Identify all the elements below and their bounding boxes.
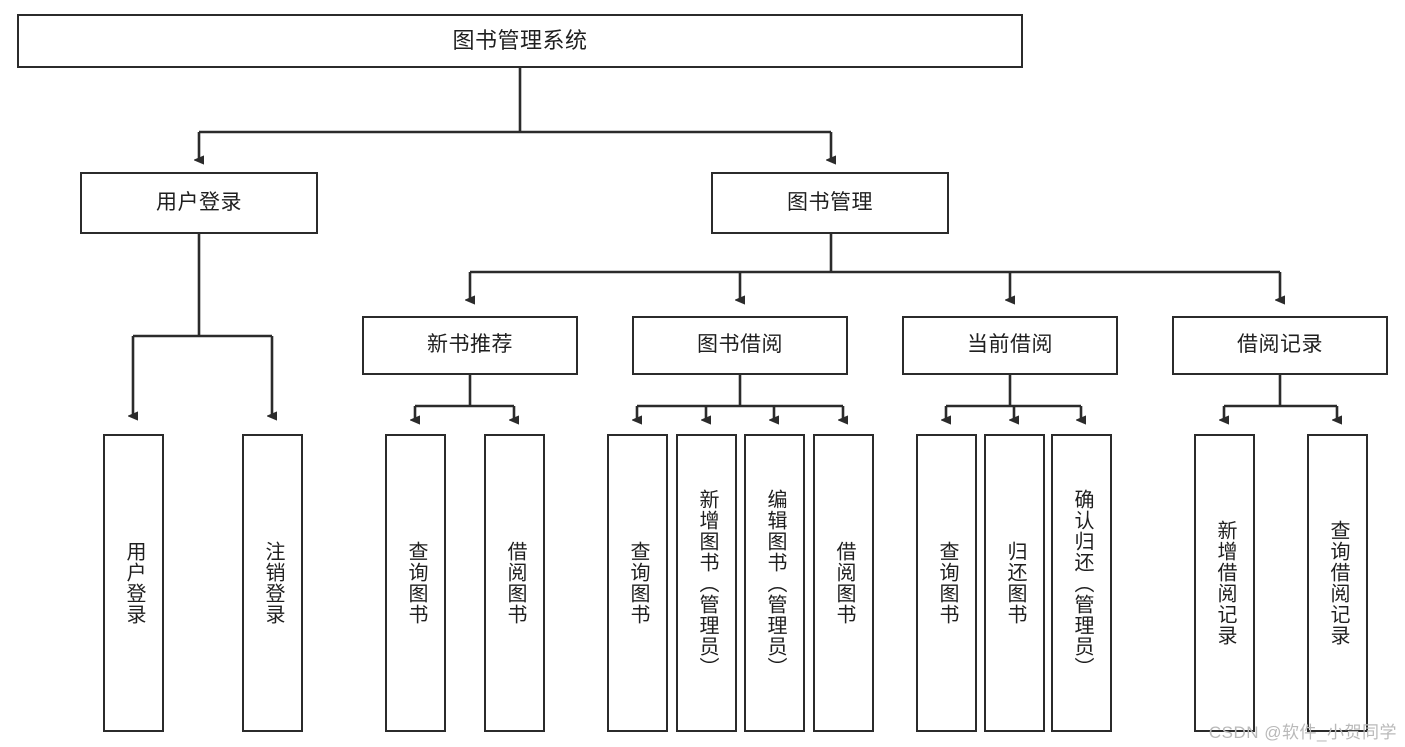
- node-label: 编辑图书（管理员）: [764, 488, 786, 678]
- node-label: 新书推荐: [427, 333, 513, 357]
- node-leaf-confirm-return[interactable]: 确认归还（管理员）: [1051, 434, 1112, 732]
- node-label: 查询图书: [405, 541, 427, 625]
- node-new-book-recommend[interactable]: 新书推荐: [362, 316, 578, 375]
- node-leaf-add-book[interactable]: 新增图书（管理员）: [676, 434, 737, 732]
- node-label: 查询借阅记录: [1327, 520, 1349, 646]
- node-leaf-add-borrow-record[interactable]: 新增借阅记录: [1194, 434, 1255, 732]
- node-label: 新增图书（管理员）: [696, 488, 718, 678]
- node-label: 新增借阅记录: [1214, 520, 1236, 646]
- node-leaf-edit-book[interactable]: 编辑图书（管理员）: [744, 434, 805, 732]
- node-leaf-query-book-recommend[interactable]: 查询图书: [385, 434, 446, 732]
- node-label: 注销登录: [262, 541, 284, 625]
- node-label: 归还图书: [1004, 541, 1026, 625]
- node-label: 图书管理系统: [452, 28, 588, 54]
- node-leaf-query-borrow-record[interactable]: 查询借阅记录: [1307, 434, 1368, 732]
- node-root-system[interactable]: 图书管理系统: [17, 14, 1023, 68]
- node-label: 借阅图书: [504, 541, 526, 625]
- node-label: 查询图书: [627, 541, 649, 625]
- node-label: 用户登录: [123, 541, 145, 625]
- node-leaf-borrow-book-recommend[interactable]: 借阅图书: [484, 434, 545, 732]
- watermark: CSDN @软件_小贺同学: [1208, 723, 1397, 742]
- node-label: 确认归还（管理员）: [1071, 488, 1093, 678]
- node-leaf-return-book[interactable]: 归还图书: [984, 434, 1045, 732]
- node-label: 图书管理: [787, 190, 873, 214]
- node-user-login[interactable]: 用户登录: [80, 172, 318, 234]
- node-leaf-query-book-borrow[interactable]: 查询图书: [607, 434, 668, 732]
- node-label: 借阅记录: [1237, 333, 1323, 357]
- node-label: 借阅图书: [833, 541, 855, 625]
- node-label: 图书借阅: [697, 333, 783, 357]
- node-book-borrow[interactable]: 图书借阅: [632, 316, 848, 375]
- node-leaf-user-login[interactable]: 用户登录: [103, 434, 164, 732]
- node-label: 用户登录: [156, 190, 242, 214]
- node-leaf-logout[interactable]: 注销登录: [242, 434, 303, 732]
- node-leaf-borrow-book[interactable]: 借阅图书: [813, 434, 874, 732]
- node-label: 查询图书: [936, 541, 958, 625]
- node-borrow-record[interactable]: 借阅记录: [1172, 316, 1388, 375]
- node-leaf-query-book-current[interactable]: 查询图书: [916, 434, 977, 732]
- node-book-manage[interactable]: 图书管理: [711, 172, 949, 234]
- node-label: 当前借阅: [967, 333, 1053, 357]
- node-current-borrow[interactable]: 当前借阅: [902, 316, 1118, 375]
